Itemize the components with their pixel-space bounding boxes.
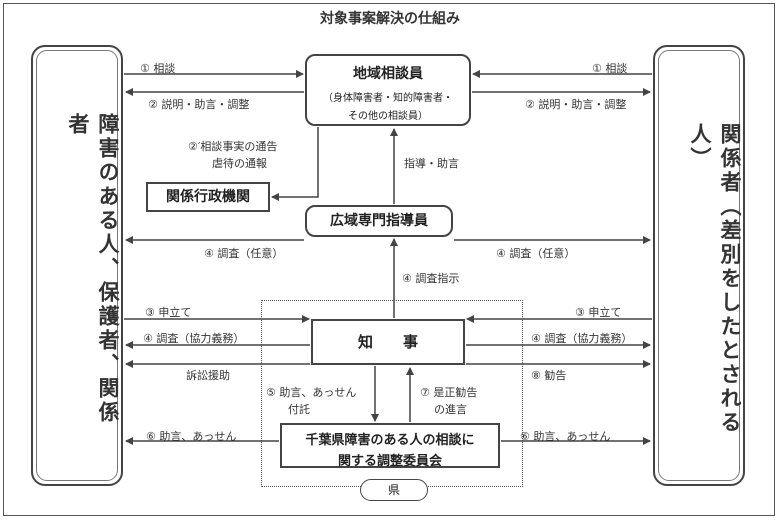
admin-agency-box: 関係行政機関 — [146, 182, 270, 212]
label-litigation: 訴訟援助 — [186, 369, 230, 382]
label-mediation-left: ⑥ 助言、あっせん — [146, 430, 237, 443]
label-investigate-right: ④ 調査（任意） — [496, 247, 576, 260]
arrow-notify — [271, 127, 319, 201]
prefecture-box: 県 — [360, 479, 428, 501]
label-guidance: 指導・助言 — [404, 157, 459, 170]
committee-line1: 千葉県障害のある人の相談に — [305, 433, 475, 448]
right-party-label: 関係者（差別をしたとされる人） — [688, 123, 742, 435]
regional-counselor-sub2: その他の相談員） — [348, 111, 428, 122]
label-consult-right: ① 相談 — [592, 62, 628, 75]
label-explain-right: ② 説明・助言・調整 — [525, 98, 627, 111]
right-party-box: 関係者（差別をしたとされる人） — [653, 45, 745, 486]
label-correction-line1: ⑦ 是正勧告 — [420, 386, 478, 399]
label-consult-left: ① 相談 — [140, 62, 176, 75]
label-petition-left: ③ 申立て — [145, 306, 192, 319]
admin-agency-label: 関係行政機関 — [166, 189, 250, 205]
regional-counselor-box: 地域相談員 （身体障害者・知的障害者・ その他の相談員） — [305, 54, 471, 126]
label-mandatory-right: ④ 調査（協力義務） — [531, 332, 633, 345]
label-correction-line2: の進言 — [434, 403, 467, 416]
label-investigate-left: ④ 調査（任意） — [204, 247, 284, 260]
left-party-box: 障害のある人、保護者、関係者 — [31, 45, 123, 486]
label-investigate-order: ④ 調査指示 — [402, 272, 460, 285]
label-referral-line2: 付託 — [288, 403, 310, 416]
left-party-label: 障害のある人、保護者、関係者 — [66, 113, 120, 425]
label-notify-line2: 虐待の通報 — [212, 157, 267, 170]
label-explain-left: ② 説明・助言・調整 — [148, 98, 250, 111]
diagram-frame — [3, 3, 775, 516]
label-mandatory-left: ④ 調査（協力義務） — [143, 332, 245, 345]
regional-counselor-sub1: （身体障害者・知的障害者・ — [323, 93, 453, 104]
diagram-title: 対象事案解決の仕組み — [320, 11, 460, 27]
label-petition-right: ③ 申立て — [575, 306, 622, 319]
wide-advisor-box: 広域専門指導員 — [305, 205, 453, 237]
label-recommend: ⑧ 勧告 — [531, 369, 567, 382]
governor-box: 知 事 — [311, 319, 465, 365]
label-notify-line1: ②′相談事実の通告 — [188, 140, 278, 153]
label-referral-line1: ⑤ 助言、あっせん — [266, 386, 357, 399]
committee-box: 千葉県障害のある人の相談に 関する調整委員会 — [280, 423, 500, 469]
governor-label: 知 事 — [357, 333, 418, 351]
prefecture-label: 県 — [387, 483, 400, 497]
regional-counselor-title: 地域相談員 — [353, 66, 423, 82]
committee-line2: 関する調整委員会 — [337, 454, 442, 469]
label-mediation-right: ⑥ 助言、あっせん — [520, 430, 611, 443]
wide-advisor-label: 広域専門指導員 — [330, 213, 428, 229]
